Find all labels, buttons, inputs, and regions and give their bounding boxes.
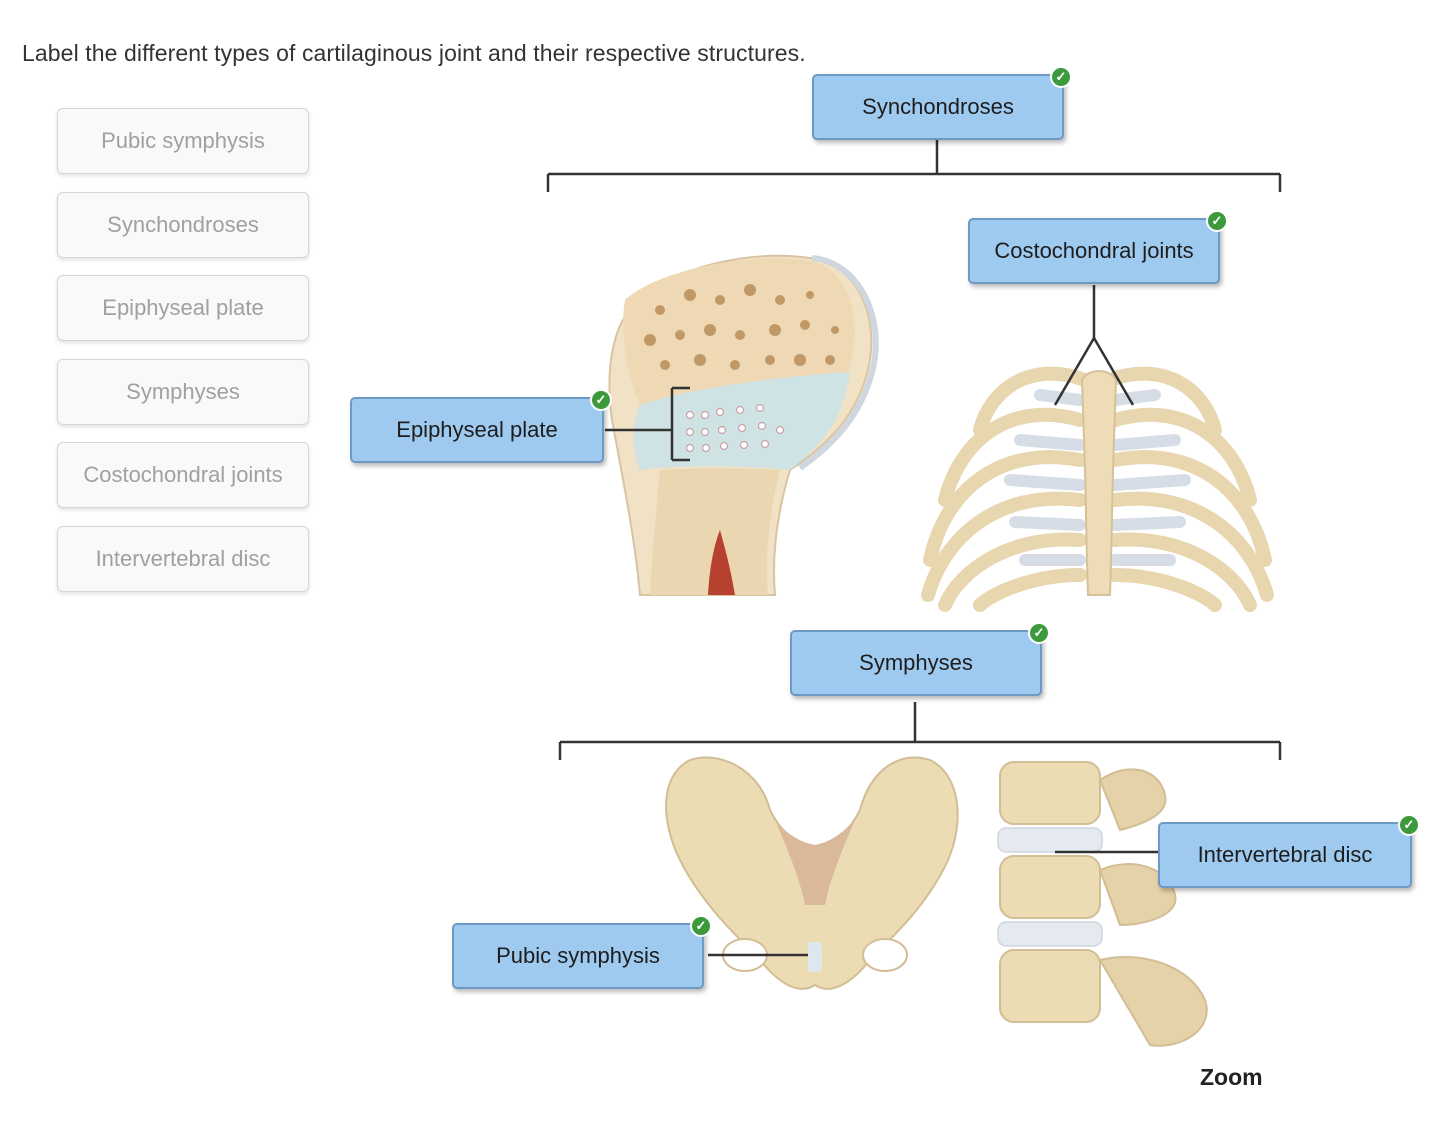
placed-label-symphyses[interactable]: Symphyses ✓ — [790, 622, 1050, 696]
placed-label-pubic-text: Pubic symphysis — [496, 943, 660, 968]
symphyses-bracket — [558, 702, 1282, 760]
bank-label-intervertebral-disc[interactable]: Intervertebral disc — [57, 526, 309, 592]
placed-label-synchondroses-text: Synchondroses — [862, 94, 1014, 119]
placed-label-synchondroses[interactable]: Synchondroses ✓ — [812, 66, 1072, 140]
placed-label-intervertebral-disc[interactable]: Intervertebral disc ✓ — [1158, 814, 1420, 888]
placed-label-costochondral-joints[interactable]: Costochondral joints ✓ — [968, 210, 1228, 284]
check-icon: ✓ — [1050, 66, 1072, 88]
synchondroses-bracket — [546, 140, 1282, 192]
placed-label-costochondral-text: Costochondral joints — [994, 238, 1194, 263]
placed-label-symphyses-text: Symphyses — [859, 650, 973, 675]
check-icon: ✓ — [1028, 622, 1050, 644]
bank-label-synchondroses[interactable]: Synchondroses — [57, 192, 309, 258]
check-icon: ✓ — [1206, 210, 1228, 232]
bank-label-costochondral-joints[interactable]: Costochondral joints — [57, 442, 309, 508]
check-icon: ✓ — [590, 389, 612, 411]
bank-label-epiphyseal-plate[interactable]: Epiphyseal plate — [57, 275, 309, 341]
instructions-text: Label the different types of cartilagino… — [22, 40, 806, 66]
bank-label-pubic-symphysis[interactable]: Pubic symphysis — [57, 108, 309, 174]
pelvis-illustration — [665, 756, 959, 990]
bank-label-symphyses[interactable]: Symphyses — [57, 359, 309, 425]
spine-illustration — [997, 761, 1208, 1047]
placed-label-pubic-symphysis[interactable]: Pubic symphysis ✓ — [452, 915, 712, 989]
check-icon: ✓ — [1398, 814, 1420, 836]
placed-label-epiphyseal-text: Epiphyseal plate — [396, 417, 558, 442]
placed-label-epiphyseal-plate[interactable]: Epiphyseal plate ✓ — [350, 389, 612, 463]
check-icon: ✓ — [690, 915, 712, 937]
humerus-illustration — [605, 254, 879, 596]
placed-label-intervertebral-text: Intervertebral disc — [1197, 842, 1373, 867]
ribcage-illustration — [921, 285, 1274, 612]
zoom-button[interactable]: Zoom — [1200, 1064, 1263, 1090]
